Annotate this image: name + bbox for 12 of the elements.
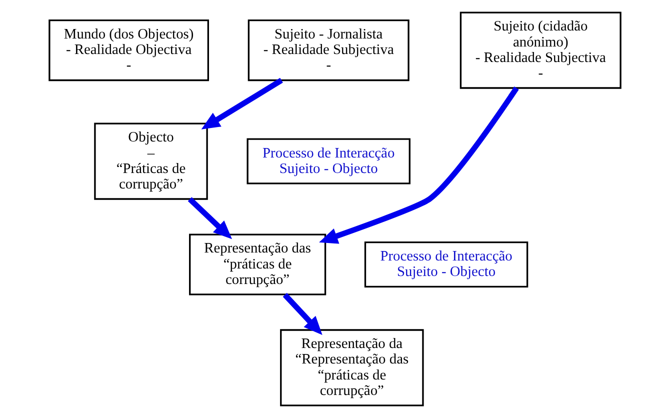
node-box: Processo de Interacção Sujeito - Objecto [364,241,528,288]
node-box: Sujeito - Jornalista - Realidade Subjectiva - [248,19,410,82]
node-box: Representação da “Representação das “práticas de corrupção” [280,329,424,406]
node-box: Objecto – “Práticas de corrupção” [94,122,208,200]
arrow [282,292,322,335]
node-box: Representação das “práticas de corrupção” [189,234,326,296]
arrow [201,78,283,130]
node-box: Mundo (dos Objectos) - Realidade Objectiva - [48,19,209,82]
arrow [188,197,232,240]
arrow [319,86,519,244]
node-box: Sujeito (cidadão anónimo) - Realidade Subjectiva - [460,12,622,89]
node-box: Processo de Interacção Sujeito - Objecto [246,138,410,184]
